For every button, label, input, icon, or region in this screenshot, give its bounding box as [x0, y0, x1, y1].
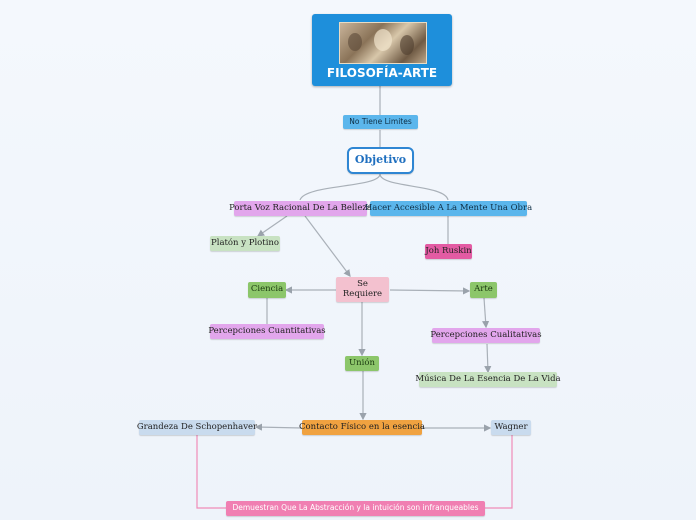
node-no-tiene-limites[interactable]: No Tiene Limites	[343, 115, 418, 129]
node-joh-ruskin[interactable]: Joh Ruskin	[425, 244, 472, 259]
node-platon-plotino[interactable]: Platón y Plotino	[210, 236, 280, 251]
node-contacto-fisico[interactable]: Contacto Físico en la esencia	[299, 420, 425, 435]
node-musica-esencia-vida[interactable]: Música De La Esencia De La Vida	[415, 372, 561, 387]
node-hacer-accesible[interactable]: Hacer Accesible A La Mente Una Obra	[365, 201, 532, 216]
root-title: FILOSOFÍA-ARTE	[326, 66, 438, 80]
node-se-requiere[interactable]: Se Requiere	[336, 277, 389, 302]
node-porta-voz[interactable]: Porta Voz Racional De La Belleza	[229, 201, 372, 216]
node-demuestran[interactable]: Demuestran Que La Abstracción y la intui…	[226, 501, 485, 516]
node-se-requiere-line2: Requiere	[342, 288, 383, 299]
node-arte[interactable]: Arte	[470, 282, 497, 298]
root-node[interactable]: FILOSOFÍA-ARTE	[312, 14, 452, 86]
node-union[interactable]: Unión	[345, 356, 379, 371]
node-objetivo[interactable]: Objetivo	[347, 147, 414, 174]
node-percepciones-cuantitativas[interactable]: Percepciones Cuantitativas	[208, 324, 326, 339]
node-wagner[interactable]: Wagner	[491, 420, 531, 435]
node-percepciones-cualitativas[interactable]: Percepciones Cualitativas	[430, 328, 542, 343]
node-se-requiere-line1: Se	[357, 279, 368, 290]
node-ciencia[interactable]: Ciencia	[248, 282, 286, 298]
painting-thumbnail-icon	[339, 22, 427, 64]
node-grandeza-schopenhaver[interactable]: Grandeza De Schopenhaver	[137, 420, 257, 435]
